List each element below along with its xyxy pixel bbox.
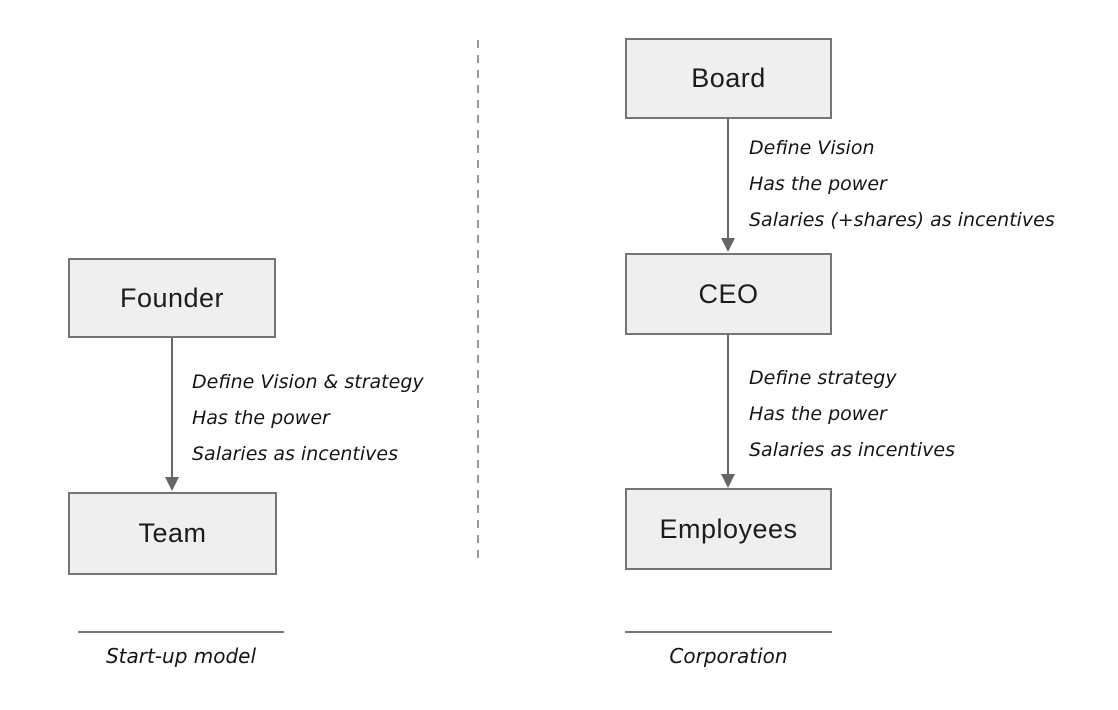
caption-underline-right [625,631,832,633]
edge-notes-ceo-employees: Define strategy Has the power Salaries a… [749,360,955,468]
arrow-shaft [171,338,173,478]
edge-note: Has the power [749,403,887,425]
arrow-head-icon [165,477,179,491]
node-founder: Founder [68,258,276,338]
edge-note: Salaries (+shares) as incentives [749,209,1055,231]
node-employees: Employees [625,488,832,570]
edge-note: Salaries as incentives [192,443,398,465]
edge-note: Define strategy [749,367,897,389]
node-team: Team [68,492,277,575]
edge-note: Has the power [749,173,887,195]
edge-note: Define Vision & strategy [192,371,424,393]
edge-note: Has the power [192,407,330,429]
arrow-shaft [727,335,729,475]
node-ceo-label: CEO [698,278,759,309]
node-ceo: CEO [625,253,832,335]
edge-notes-board-ceo: Define Vision Has the power Salaries (+s… [749,130,1055,238]
node-founder-label: Founder [119,282,225,313]
dashed-divider-line [477,40,479,558]
node-board-label: Board [691,63,766,93]
caption-underline-left [78,631,284,633]
edge-note: Define Vision [749,137,875,159]
caption-startup-model: Start-up model [105,644,257,668]
node-board: Board [625,38,832,119]
caption-corporation: Corporation [669,644,788,668]
edge-note: Salaries as incentives [749,439,955,461]
arrow-head-icon [721,238,735,252]
edge-notes-founder-team: Define Vision & strategy Has the power S… [192,364,424,472]
node-employees-label: Employees [659,513,798,544]
arrow-shaft [727,119,729,239]
node-team-label: Team [138,518,207,548]
arrow-head-icon [721,474,735,488]
